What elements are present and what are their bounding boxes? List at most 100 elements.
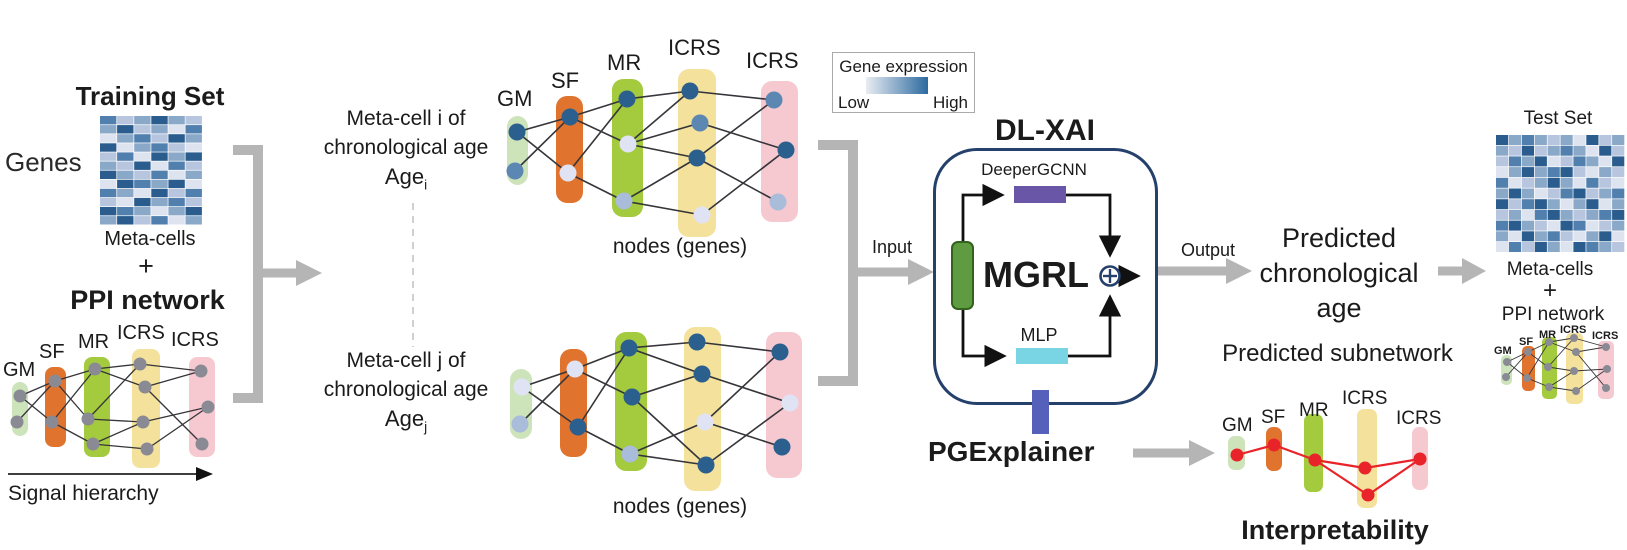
flow-arrow-head (1189, 440, 1215, 466)
test-heatmap-cell (1573, 145, 1586, 156)
metacell-i-network-gene-node (681, 82, 699, 100)
training-heatmap-cell (134, 188, 151, 198)
pgexplainer-connector (1032, 390, 1049, 434)
training-heatmap-cell (151, 143, 168, 152)
deepergcnn-label: DeeperGCNN (981, 160, 1087, 179)
metacell-j-network-edge (577, 426, 631, 455)
metacell-j-line2: chronological age (323, 378, 489, 401)
ppi-network-left-edge (87, 418, 144, 423)
ppi-network-left-column-label: ICRS (117, 322, 165, 344)
training-heatmap-cell (100, 152, 117, 161)
training-heatmap-cell (100, 125, 117, 134)
metacell-i-network-edge (696, 157, 779, 203)
test-heatmap-cell (1496, 177, 1509, 188)
ppi-network-left-gene-node (138, 380, 152, 394)
predicted-age-caption: Predicted chronological age (1244, 221, 1434, 326)
test-heatmap-cell (1534, 177, 1547, 188)
training-heatmap-cell (185, 170, 202, 179)
test-heatmap-cell (1534, 209, 1547, 220)
test-ppi-network-edge (1547, 337, 1575, 368)
training-heatmap-cell (117, 216, 134, 225)
test-ppi-network-label: PPI network (1501, 304, 1605, 325)
test-heatmap-cell (1521, 167, 1534, 178)
test-heatmap-cell (1521, 145, 1534, 156)
test-heatmap-cell (1560, 135, 1573, 145)
test-heatmap-cell (1573, 242, 1586, 252)
test-heatmap-cell (1508, 242, 1522, 252)
metacell-i-network-edge (569, 116, 629, 145)
training-heatmap-cell (117, 188, 134, 198)
metacell-j-network-gene-node (511, 415, 529, 433)
ppi-network-left-column-label: MR (78, 331, 109, 353)
training-heatmap-cell (134, 207, 151, 216)
predicted-subnetwork-graph-edge (1314, 459, 1369, 496)
ppi-network-left-gene-node (201, 400, 215, 414)
test-heatmap-cell (1521, 220, 1534, 231)
test-heatmap-cell (1508, 188, 1522, 199)
legend-low-label: Low (838, 93, 870, 112)
metacell-i-network-gene-node (559, 164, 577, 182)
metacell-i-network-edge (569, 98, 628, 118)
test-ppi-network-edge (1548, 386, 1577, 392)
metacell-i-network-edge (701, 149, 787, 216)
metacell-i-caption: Meta-cell i of chronological age Agei (300, 104, 512, 199)
dlxai-flow-path (1066, 193, 1122, 258)
test-ppi-network-gene-node (1545, 383, 1553, 391)
training-heatmap-cell (185, 197, 202, 207)
merge-bracket (818, 140, 858, 386)
test-heatmap-cell (1573, 220, 1586, 231)
test-heatmap-cell (1612, 167, 1625, 178)
ppi-network-left-edge (146, 406, 209, 450)
test-heatmap-cell (1496, 209, 1509, 220)
metacell-j-network-edge (705, 402, 791, 466)
metacell-j-network-edge (701, 373, 791, 404)
metacell-i-network-edge (696, 99, 775, 159)
legend-gradient-bar (866, 77, 928, 94)
test-heatmap-cell (1534, 220, 1547, 231)
test-heatmap-cell (1560, 167, 1573, 178)
test-heatmap-cell (1612, 209, 1625, 220)
flow-arrow-head (908, 259, 934, 285)
test-ppi-network-edge (1575, 368, 1608, 392)
test-heatmap-cell (1508, 209, 1522, 220)
test-heatmap-cell (1547, 231, 1560, 242)
test-heatmap-cell (1496, 135, 1509, 145)
test-heatmap-cell (1560, 188, 1573, 199)
metacell-j-network-gene-node (696, 413, 714, 431)
test-heatmap-cell (1496, 188, 1509, 199)
predicted-age-line1: Predicted (1281, 223, 1397, 253)
test-heatmap-cell (1534, 156, 1547, 167)
training-heatmap-cell (134, 125, 151, 134)
ppi-network-left-edge (19, 395, 53, 423)
ppi-network-left-gene-node (140, 442, 154, 456)
training-heatmap-cell (151, 179, 168, 189)
test-ppi-network-gene-node (1572, 387, 1580, 395)
test-heatmap-cell (1612, 135, 1625, 145)
dlxai-flow-path (961, 183, 1005, 246)
input-label: Input (871, 237, 913, 257)
test-heatmap-cell (1599, 135, 1612, 145)
metacell-i-network-gene-node (688, 149, 706, 167)
ppi-network-title: PPI network (70, 285, 225, 315)
metacell-i-network-edge (626, 90, 691, 100)
ppi-network-left-edge (142, 406, 209, 423)
test-heatmap-cell (1508, 220, 1522, 231)
test-heatmap-cell (1521, 177, 1534, 188)
predicted-subnetwork-graph-column-label: GM (1222, 415, 1253, 436)
metacell-i-network-edge (689, 90, 775, 101)
training-plus: + (138, 251, 154, 281)
training-heatmap-cell (185, 143, 202, 152)
predicted-subnetwork-graph-gene-node (1308, 453, 1322, 467)
training-heatmap-cell (151, 207, 168, 216)
metacell-i-network-gene-node (508, 123, 526, 141)
training-heatmap-cell (185, 125, 202, 134)
test-heatmap-cell (1521, 199, 1534, 210)
metacell-i-network-gene-node (691, 114, 709, 132)
metacell-i-network-column-label: SF (551, 68, 579, 93)
training-heatmap-cell (168, 161, 185, 170)
training-heatmap-cell (168, 143, 185, 152)
training-heatmap-cell (134, 143, 151, 152)
training-heatmap-cell (151, 125, 168, 134)
ppi-network-left-edge (51, 368, 96, 423)
test-heatmap-cell (1612, 177, 1625, 188)
